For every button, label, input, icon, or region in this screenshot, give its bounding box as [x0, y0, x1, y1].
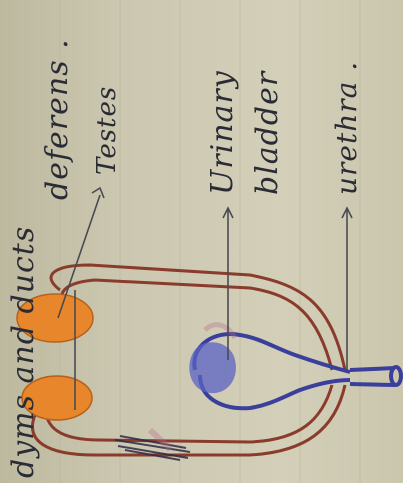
- label-urethra: urethra .: [330, 61, 363, 195]
- label-bladder: bladder: [250, 71, 285, 195]
- arrowhead-testes: [92, 188, 104, 198]
- note-top-line-2: deferens .: [40, 38, 75, 200]
- urinary-bladder: [189, 325, 350, 409]
- vas-deferens-ducts: [33, 265, 346, 455]
- label-testes: Testes: [92, 86, 122, 175]
- label-urinary: Urinary: [205, 70, 240, 195]
- note-top-line-1: dyms and ducts: [6, 226, 41, 478]
- urethra: [350, 367, 401, 385]
